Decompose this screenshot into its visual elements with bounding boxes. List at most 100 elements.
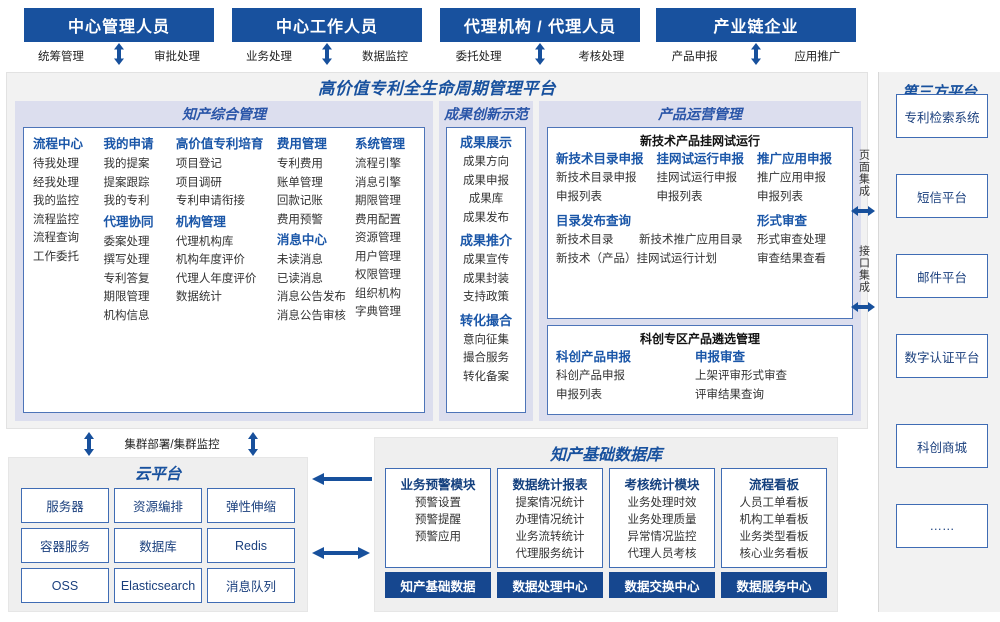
db-item-3-0[interactable]: 人员工单看板 [739,497,809,509]
po-item-0-2-0-0[interactable]: 新技术目录 新技术推广应用目录 [556,234,743,246]
achievement-item-0-0[interactable]: 成果方向 [463,156,509,168]
cloud-cell-2[interactable]: 弹性伸缩 [207,488,295,523]
third-party-item-5[interactable]: …… [896,504,988,548]
po-item-0-1-0-0[interactable]: 新技术目录申报 [556,172,637,184]
ip-item-3-0-2[interactable]: 回款记账 [276,195,323,207]
cloud-cell-8[interactable]: 消息队列 [207,568,295,603]
po-item-1-1-1-1[interactable]: 评审结果查询 [695,388,765,401]
db-item-3-3[interactable]: 核心业务看板 [739,548,809,560]
achievement-item-1-1[interactable]: 成果封装 [463,272,509,285]
third-party-item-2[interactable]: 邮件平台 [896,254,988,298]
ip-item-3-1-0[interactable]: 未读消息 [276,254,323,266]
ip-item-3-0-0[interactable]: 专利费用 [276,158,323,170]
db-footer-1[interactable]: 数据处理中心 [497,572,603,598]
ip-item-1-1-0[interactable]: 委案处理 [103,235,150,248]
db-footer-3[interactable]: 数据服务中心 [721,572,827,598]
achievement-item-0-2[interactable]: 成果库 [468,193,504,205]
cloud-cell-4[interactable]: 数据库 [114,528,202,563]
db-item-0-1[interactable]: 预警提醒 [415,514,461,526]
ip-item-2-1-3[interactable]: 数据统计 [175,291,222,303]
ip-item-1-1-3[interactable]: 期限管理 [103,291,150,303]
po-item-0-2-1-0[interactable]: 形式审查处理 [757,234,827,246]
role-bar-0[interactable]: 中心管理人员 [24,8,214,42]
achievement-item-2-2[interactable]: 转化备案 [463,370,509,383]
ip-item-3-0-1[interactable]: 账单管理 [276,176,323,189]
ip-item-4-0-4[interactable]: 资源管理 [355,232,402,244]
db-item-2-1[interactable]: 业务处理质量 [627,514,697,526]
db-item-2-2[interactable]: 异常情况监控 [627,531,697,543]
ip-item-4-0-1[interactable]: 消息引擎 [355,176,402,189]
ip-item-0-0-0[interactable]: 待我处理 [33,158,79,170]
ip-item-1-0-2[interactable]: 我的专利 [103,195,150,207]
cloud-cell-0[interactable]: 服务器 [21,488,109,523]
achievement-item-2-0[interactable]: 意向征集 [463,333,509,346]
cloud-cell-7[interactable]: Elasticsearch [114,568,202,603]
db-item-3-2[interactable]: 业务类型看板 [739,531,809,543]
ip-item-1-1-2[interactable]: 专利答复 [103,272,150,285]
db-item-0-0[interactable]: 预警设置 [415,497,461,509]
ip-item-1-0-1[interactable]: 提案跟踪 [103,176,150,189]
role-bar-1[interactable]: 中心工作人员 [232,8,422,42]
ip-item-0-0-1[interactable]: 经我处理 [33,176,79,189]
db-footer-2[interactable]: 数据交换中心 [609,572,715,598]
po-item-0-2-0-1[interactable]: 新技术（产品）挂网试运行计划 [556,252,717,265]
ip-item-3-1-2[interactable]: 消息公告发布 [276,291,346,303]
role-bar-2[interactable]: 代理机构 / 代理人员 [440,8,640,42]
ip-item-2-0-0[interactable]: 项目登记 [175,158,222,170]
cloud-cell-3[interactable]: 容器服务 [21,528,109,563]
achievement-item-1-0[interactable]: 成果宣传 [463,254,509,266]
db-item-1-0[interactable]: 提案情况统计 [515,497,585,509]
ip-item-4-0-5[interactable]: 用户管理 [355,250,402,263]
po-item-0-1-0-1[interactable]: 申报列表 [556,190,602,203]
achievement-item-2-1[interactable]: 撮合服务 [463,352,509,364]
ip-item-0-0-4[interactable]: 流程查询 [33,232,79,244]
ip-item-0-0-5[interactable]: 工作委托 [33,250,79,263]
ip-item-2-0-1[interactable]: 项目调研 [175,176,222,189]
ip-item-4-0-0[interactable]: 流程引擎 [355,158,402,170]
achievement-item-0-1[interactable]: 成果申报 [463,174,509,187]
db-item-0-2[interactable]: 预警应用 [415,531,461,543]
ip-item-4-0-3[interactable]: 费用配置 [355,213,402,226]
ip-item-1-0-0[interactable]: 我的提案 [103,158,150,170]
ip-item-3-1-3[interactable]: 消息公告审核 [276,309,346,322]
db-item-2-0[interactable]: 业务处理时效 [627,497,697,509]
po-item-0-1-2-0[interactable]: 推广应用申报 [757,172,827,184]
po-item-0-1-2-1[interactable]: 申报列表 [757,190,804,203]
ip-item-3-1-1[interactable]: 已读消息 [276,272,323,285]
db-item-1-1[interactable]: 办理情况统计 [515,514,585,526]
ip-item-1-1-1[interactable]: 撰写处理 [103,254,150,266]
achievement-item-1-2[interactable]: 支持政策 [463,291,509,303]
third-party-item-0[interactable]: 专利检索系统 [896,94,988,138]
ip-item-2-1-0[interactable]: 代理机构库 [175,235,234,248]
po-item-0-1-1-0[interactable]: 挂网试运行申报 [656,172,738,184]
role-bar-3[interactable]: 产业链企业 [656,8,856,42]
ip-item-0-0-3[interactable]: 流程监控 [33,213,79,226]
cloud-cell-5[interactable]: Redis [207,528,295,563]
ip-item-4-0-2[interactable]: 期限管理 [355,195,402,207]
po-item-1-1-0-1[interactable]: 申报列表 [556,388,602,401]
ip-item-0-0-2[interactable]: 我的监控 [33,195,79,207]
cloud-cell-6[interactable]: OSS [21,568,109,603]
po-item-0-1-1-1[interactable]: 申报列表 [656,190,703,203]
po-item-1-1-1-0[interactable]: 上架评审形式审查 [695,370,788,382]
third-party-item-4[interactable]: 科创商城 [896,424,988,468]
po-item-0-2-1-1[interactable]: 审查结果查看 [757,252,827,265]
cloud-cell-1[interactable]: 资源编排 [114,488,202,523]
ip-item-1-1-4[interactable]: 机构信息 [103,309,150,322]
po-item-1-1-0-0[interactable]: 科创产品申报 [556,370,625,382]
db-item-3-1[interactable]: 机构工单看板 [739,514,809,526]
ip-item-2-1-1[interactable]: 机构年度评价 [175,254,245,266]
db-item-1-3[interactable]: 代理服务统计 [515,548,585,560]
ip-item-2-0-2[interactable]: 专利申请衔接 [175,195,245,207]
db-item-2-3[interactable]: 代理人员考核 [627,548,697,560]
ip-item-4-0-7[interactable]: 组织机构 [355,287,402,300]
ip-item-4-0-6[interactable]: 权限管理 [355,269,402,281]
ip-item-2-1-2[interactable]: 代理人年度评价 [175,272,257,285]
ip-item-3-0-3[interactable]: 费用预警 [276,213,323,226]
third-party-item-3[interactable]: 数字认证平台 [896,334,988,378]
db-footer-0[interactable]: 知产基础数据 [385,572,491,598]
db-item-1-2[interactable]: 业务流转统计 [515,531,585,543]
third-party-item-1[interactable]: 短信平台 [896,174,988,218]
ip-item-4-0-8[interactable]: 字典管理 [355,306,402,318]
achievement-item-0-3[interactable]: 成果发布 [463,211,509,224]
